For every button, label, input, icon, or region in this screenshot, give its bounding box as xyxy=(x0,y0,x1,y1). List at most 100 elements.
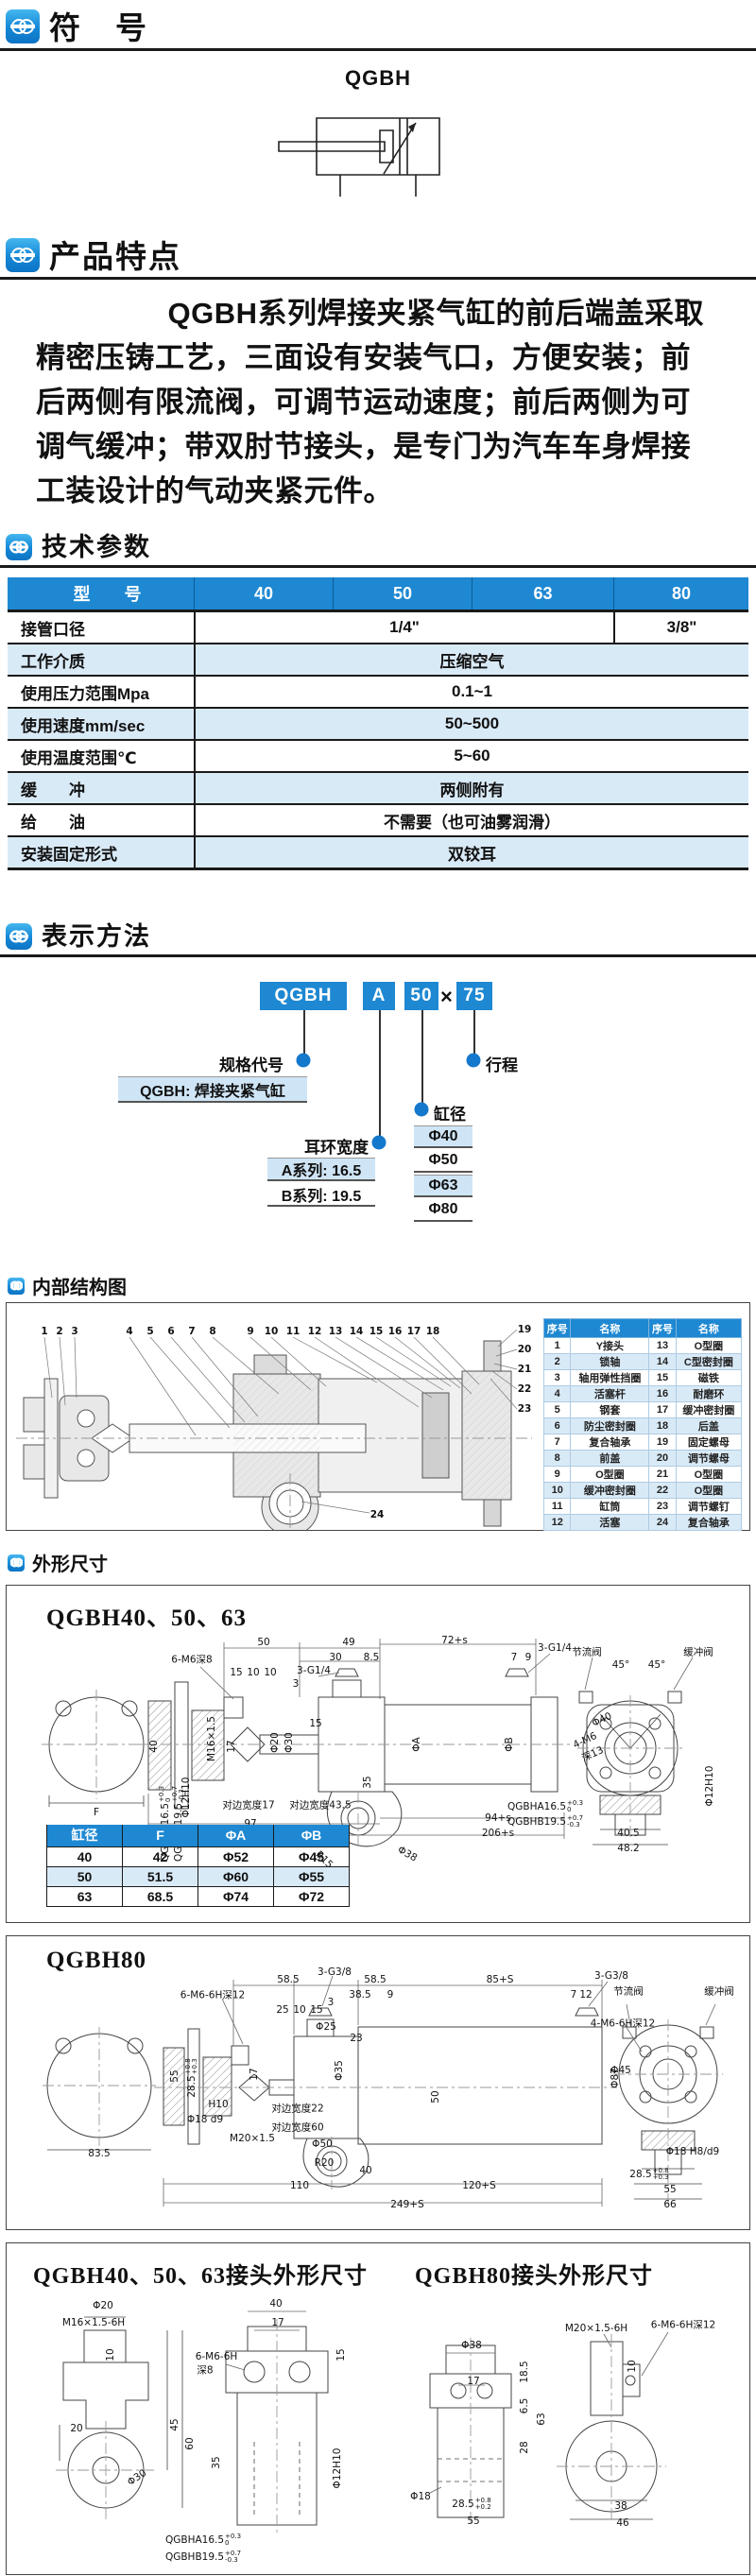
symbol-code-label: QGBH xyxy=(345,66,411,90)
ear-width-label: 耳环宽度 xyxy=(304,1139,369,1157)
spec-label: 给 油 xyxy=(21,813,85,832)
dim-label: 4-M6-6H深12 xyxy=(590,2018,656,2030)
dim-label: 249+S xyxy=(390,2199,424,2210)
dim-label: 22 xyxy=(517,1383,532,1395)
dim-label: 15 xyxy=(310,2004,323,2016)
section-title: 产品特点 xyxy=(49,239,181,274)
dim-label: 25 xyxy=(276,2004,289,2016)
dim-label: 19 xyxy=(517,1324,532,1335)
stroke-label: 行程 xyxy=(486,1056,518,1074)
dim-label: 7 xyxy=(188,1326,196,1337)
dim-label: Φ12H10 xyxy=(704,1765,715,1807)
code-box-bore: 50 xyxy=(404,982,438,1010)
dim-label: H10 xyxy=(208,2099,229,2110)
table-row: 缓 冲 两侧附有 xyxy=(8,773,748,805)
col-name: 名称 xyxy=(675,1318,743,1338)
dim-label: 38 xyxy=(614,2500,627,2512)
dim-label: 13 xyxy=(328,1326,343,1337)
connector-dot xyxy=(371,1135,387,1150)
dim-label: 24 xyxy=(369,1509,385,1520)
section-title: 符 号 xyxy=(49,10,148,45)
dim-label: 3 xyxy=(71,1326,78,1337)
dim-label: 15 xyxy=(335,2348,347,2361)
dim-label: Φ18 xyxy=(410,2491,431,2502)
brand-icon xyxy=(6,238,40,272)
table-row: 安装固定形式 双铰耳 xyxy=(8,837,748,869)
structure-drawing xyxy=(7,1303,541,1530)
dim-label: 9 xyxy=(247,1326,254,1337)
spec-value: 3/8" xyxy=(613,612,748,643)
dim-label: 94+s xyxy=(485,1812,511,1824)
dim-label: F xyxy=(93,1807,100,1818)
specs-col-50: 50 xyxy=(333,577,472,610)
spec-value: 50~500 xyxy=(194,709,748,739)
spec-value: 压缩空气 xyxy=(194,644,748,675)
dim-label: 20 xyxy=(70,2423,83,2434)
dim-label: 110 xyxy=(289,2180,310,2191)
dim-label: 5 xyxy=(146,1326,154,1337)
spec-value: 两侧附有 xyxy=(194,773,748,803)
dim-label: 对边宽度43.5 xyxy=(289,1799,352,1812)
dim-label: 3 xyxy=(327,1997,335,2008)
dim-label: Φ45 xyxy=(610,2065,631,2076)
dim-label: 对边宽度60 xyxy=(271,2121,324,2134)
ear-option-b: B系列: 19.5 xyxy=(267,1183,375,1207)
specs-col-63: 63 xyxy=(472,577,613,610)
dim-label: 55 xyxy=(169,2069,180,2083)
dim-label: 17 xyxy=(226,1740,237,1753)
dim-label: ΦB xyxy=(504,1737,515,1752)
col-name: 名称 xyxy=(570,1318,650,1338)
bore-option: Φ63 xyxy=(414,1175,472,1197)
brand-icon xyxy=(6,534,32,560)
dim-label: 55 xyxy=(663,2184,677,2195)
dim-label: 6-M6-6H深12 xyxy=(180,1989,246,2001)
dim-label: 50 xyxy=(430,2090,441,2104)
dim-label: 46 xyxy=(616,2517,629,2529)
features-paragraph: QGBH系列焊接夹紧气缸的前后端盖采取精密压铸工艺，三面设有安装气口，方便安装；… xyxy=(36,297,704,507)
dim-label: 缓冲阀 xyxy=(704,1985,734,1998)
dim-label: 35 xyxy=(362,1776,373,1789)
dims-box-qgbh80: QGBH80 xyxy=(6,1935,750,2230)
dim-label: 23 xyxy=(517,1403,532,1415)
section-header-designation: 表示方法 xyxy=(0,919,756,957)
dim-label: Φ18 d9 xyxy=(186,2114,224,2125)
code-box-ear: A xyxy=(363,982,395,1010)
section-title: 表示方法 xyxy=(42,922,151,951)
dim-label: 63 xyxy=(536,2413,547,2426)
dim-label: Φ35 xyxy=(334,2060,345,2081)
dim-label: Φ30 xyxy=(284,1732,295,1753)
dim-label: 20 xyxy=(517,1344,532,1355)
specs-col-model: 型 号 xyxy=(73,585,142,604)
dim-label: Φ38 xyxy=(461,2340,482,2351)
dim-label: 28.5+0.8+0.3 xyxy=(184,2058,198,2098)
spec-label: 接管口径 xyxy=(21,620,85,639)
specs-table: 型 号 40 50 63 80 接管口径 1/4" 3/8" 工作介质 压缩空气… xyxy=(8,577,748,870)
dim-label: 6-M6-6H深12 xyxy=(650,2319,716,2331)
connector-dot xyxy=(466,1053,481,1068)
dim-label: 6-M6深8 xyxy=(171,1654,213,1666)
spec-label: 使用压力范围Mpa xyxy=(21,684,149,703)
dim-label: 6 xyxy=(167,1326,175,1337)
bore-option: Φ50 xyxy=(414,1150,472,1173)
drawing-subtitle: QGBH80 xyxy=(46,1948,147,1973)
dim-label: 40.5 xyxy=(617,1828,640,1839)
spec-label: 工作介质 xyxy=(21,652,85,671)
table-row: 工作介质 压缩空气 xyxy=(8,644,748,677)
section-title: 外形尺寸 xyxy=(32,1554,108,1575)
dim-label: 21 xyxy=(517,1364,532,1375)
connector-line xyxy=(421,1010,423,1107)
connector-line xyxy=(379,1010,381,1140)
dim-label: 2 xyxy=(56,1326,63,1337)
dim-label: 3-G1/4 xyxy=(297,1665,331,1676)
section-title: 内部结构图 xyxy=(32,1278,127,1298)
dim-label: 3 xyxy=(292,1678,300,1690)
dim-label: 28.5+0.8+0.2 xyxy=(452,2497,491,2511)
dim-label: 30 xyxy=(329,1652,342,1663)
